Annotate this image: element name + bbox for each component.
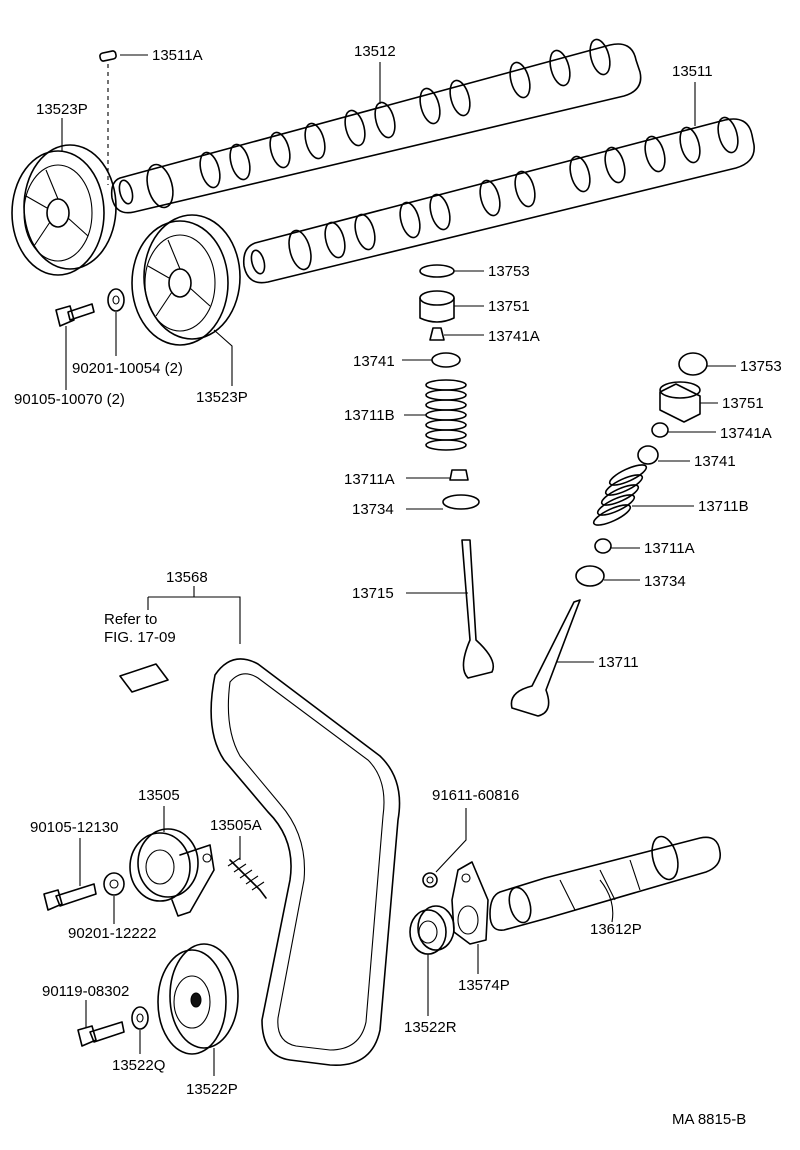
label-13753-left: 13753 bbox=[488, 263, 530, 280]
label-13511A: 13511A bbox=[152, 47, 203, 64]
label-13711A-left: 13711A bbox=[344, 471, 395, 488]
label-13711B-right: 13711B bbox=[698, 498, 749, 515]
reference-note-line2: FIG. 17-09 bbox=[104, 629, 176, 646]
label-13711A-right: 13711A bbox=[644, 540, 695, 557]
tension-spring-13505A bbox=[227, 857, 267, 899]
washer-90201-10054 bbox=[107, 288, 125, 312]
label-90105-10070: 90105-10070 (2) bbox=[14, 391, 125, 408]
label-13505A: 13505A bbox=[210, 817, 262, 834]
figure-code: MA 8815-B bbox=[672, 1111, 746, 1128]
washer-13522Q bbox=[131, 1006, 149, 1030]
drive-shaft-13612P bbox=[489, 835, 722, 931]
nut-91611-60816 bbox=[422, 872, 438, 888]
part-labels: 13511A 13512 13511 13523P 90201-10054 (2… bbox=[14, 43, 782, 1128]
label-13734-left: 13734 bbox=[352, 501, 394, 518]
label-13711: 13711 bbox=[598, 654, 639, 671]
label-13512: 13512 bbox=[354, 43, 396, 60]
pulley-13522R bbox=[409, 905, 455, 955]
label-90201-10054: 90201-10054 (2) bbox=[72, 360, 183, 377]
knock-pin-13511A bbox=[99, 50, 117, 185]
valve-stack-left bbox=[419, 264, 495, 679]
valve-stack-right bbox=[510, 352, 708, 717]
leader-lines bbox=[61, 54, 736, 1076]
label-13522Q: 13522Q bbox=[112, 1057, 165, 1074]
label-13751-right: 13751 bbox=[722, 395, 764, 412]
label-90119-08302: 90119-08302 bbox=[42, 983, 129, 1000]
label-13523P-top: 13523P bbox=[36, 101, 88, 118]
label-90201-12222: 90201-12222 bbox=[68, 925, 156, 942]
belt-bracket-13568 bbox=[147, 586, 241, 644]
label-13568: 13568 bbox=[166, 569, 208, 586]
label-91611-60816: 91611-60816 bbox=[432, 787, 519, 804]
label-13574P: 13574P bbox=[458, 977, 510, 994]
label-13612P: 13612P bbox=[590, 921, 642, 938]
bracket-13574P bbox=[451, 861, 489, 945]
idler-pulley-13505 bbox=[129, 828, 215, 917]
label-13522P: 13522P bbox=[186, 1081, 238, 1098]
label-13511: 13511 bbox=[672, 63, 713, 80]
washer-90201-12222 bbox=[103, 872, 125, 896]
crankshaft-pulley-13522P bbox=[157, 943, 239, 1055]
label-13753-right: 13753 bbox=[740, 358, 782, 375]
label-13741A-left: 13741A bbox=[488, 328, 540, 345]
reference-note-line1: Refer to bbox=[104, 611, 157, 628]
camshaft-pulley-13523P-bottom bbox=[131, 214, 241, 346]
label-13741A-right: 13741A bbox=[720, 425, 772, 442]
reference-tag bbox=[119, 663, 169, 693]
camshaft-13512 bbox=[110, 38, 642, 214]
label-13711B-left: 13711B bbox=[344, 407, 395, 424]
bolt-90105-10070 bbox=[55, 303, 95, 327]
label-90105-12130: 90105-12130 bbox=[30, 819, 118, 836]
bolt-90119-08302 bbox=[77, 1021, 125, 1047]
label-13522R: 13522R bbox=[404, 1019, 457, 1036]
bolt-90105-12130 bbox=[43, 883, 97, 911]
camshaft-13511 bbox=[242, 116, 755, 284]
timing-belt-13568 bbox=[210, 658, 401, 1066]
label-13741-right: 13741 bbox=[694, 453, 736, 470]
label-13523P-bottom: 13523P bbox=[196, 389, 248, 406]
label-13751-left: 13751 bbox=[488, 298, 530, 315]
label-13715: 13715 bbox=[352, 585, 394, 602]
camshaft-pulley-13523P-top bbox=[11, 144, 117, 276]
label-13734-right: 13734 bbox=[644, 573, 686, 590]
label-13741-left: 13741 bbox=[353, 353, 395, 370]
label-13505: 13505 bbox=[138, 787, 180, 804]
